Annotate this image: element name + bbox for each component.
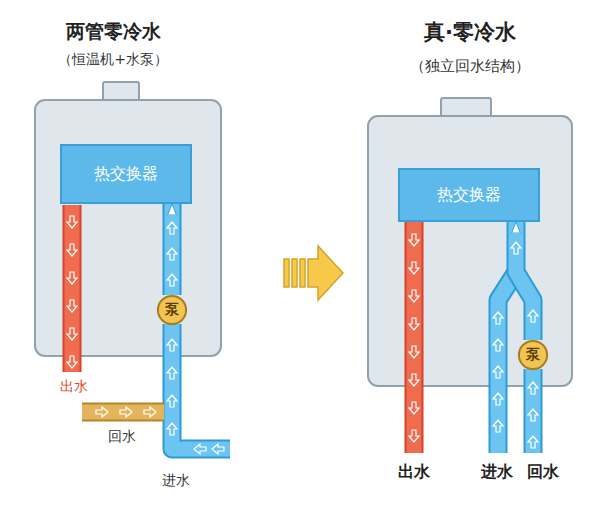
- flow-arrow: [120, 407, 132, 417]
- flow-arrow: [528, 382, 538, 394]
- flow-arrow: [167, 274, 177, 286]
- subtitle: （独立回水结构）: [410, 57, 530, 76]
- flow-arrow: [409, 430, 419, 442]
- flow-arrow: [493, 312, 503, 324]
- pipe-fill: [526, 369, 541, 453]
- flow-arrow: [67, 300, 77, 312]
- flow-arrow: [167, 423, 177, 435]
- flow-arrow: [409, 262, 419, 274]
- flow-arrow: [167, 222, 177, 234]
- pipe-label: 出水: [60, 378, 88, 396]
- title-heading: 真·零冷水: [424, 18, 516, 46]
- flow-arrow: [409, 234, 419, 246]
- flow-arrow: [528, 409, 538, 421]
- flow-arrow: [167, 248, 177, 260]
- water-pipe-fill: [165, 204, 180, 295]
- heater-housing: [368, 116, 572, 386]
- transition-arrow: [284, 246, 343, 300]
- pipe-label: 进水: [162, 472, 190, 490]
- flow-arrow: [212, 444, 224, 454]
- flow-arrow: [67, 244, 77, 256]
- flow-arrow: [409, 374, 419, 386]
- flow-arrow: [528, 310, 538, 322]
- flow-arrow: [67, 328, 77, 340]
- pipe-outline: [63, 205, 82, 372]
- pipe-label: 回水: [527, 462, 559, 483]
- flow-arrow: [96, 407, 108, 417]
- pipes: [72, 205, 533, 453]
- pump-circle-shape: [158, 296, 186, 324]
- flow-arrow: [493, 420, 503, 432]
- flow-arrow: [511, 242, 521, 254]
- flow-arrow: [409, 402, 419, 414]
- flow-arrow: [493, 366, 503, 378]
- pipe-fill: [172, 324, 230, 449]
- heat-exchanger-box: 热交换器: [60, 144, 192, 204]
- flow-arrow: [409, 290, 419, 302]
- flow-arrow: [167, 395, 177, 407]
- pipe-fill: [82, 405, 164, 420]
- flue-cap: [441, 98, 491, 117]
- pipe-outline: [172, 324, 230, 449]
- pipe-label: 回水: [108, 428, 136, 446]
- flow-arrow: [528, 436, 538, 448]
- water-pipe-connector: [163, 204, 182, 295]
- heat-exchanger-box: 热交换器: [398, 168, 540, 222]
- pipe-outline: [524, 369, 543, 453]
- pump-label: 泵: [526, 346, 540, 364]
- pipe-fill: [407, 222, 422, 453]
- subtitle: （恒温机+水泵）: [58, 51, 168, 69]
- flow-arrow: [144, 407, 156, 417]
- flow-arrow: [409, 346, 419, 358]
- pump-circle: 泵: [518, 340, 548, 370]
- flow-arrow: [493, 339, 503, 351]
- title-heading: 两管零冷水: [66, 19, 161, 45]
- flow-arrow: [67, 356, 77, 368]
- flow-arrow: [167, 339, 177, 351]
- pipe-label: 出水: [398, 462, 430, 483]
- flow-arrow: [493, 393, 503, 405]
- pipe-label: 进水: [481, 462, 513, 483]
- component-label: 热交换器: [94, 164, 158, 185]
- pump-circle-shape: [519, 341, 547, 369]
- pipe-fill: [65, 205, 80, 372]
- pipe-outline: [82, 403, 164, 422]
- component-label: 热交换器: [437, 185, 501, 206]
- flow-arrow: [67, 216, 77, 228]
- pipe-outline: [405, 222, 424, 453]
- flow-arrow: [167, 367, 177, 379]
- flow-arrow: [409, 318, 419, 330]
- pump-label: 泵: [165, 301, 179, 319]
- flow-arrow: [194, 444, 206, 454]
- pump-circle: 泵: [157, 295, 187, 325]
- flow-arrow: [67, 272, 77, 284]
